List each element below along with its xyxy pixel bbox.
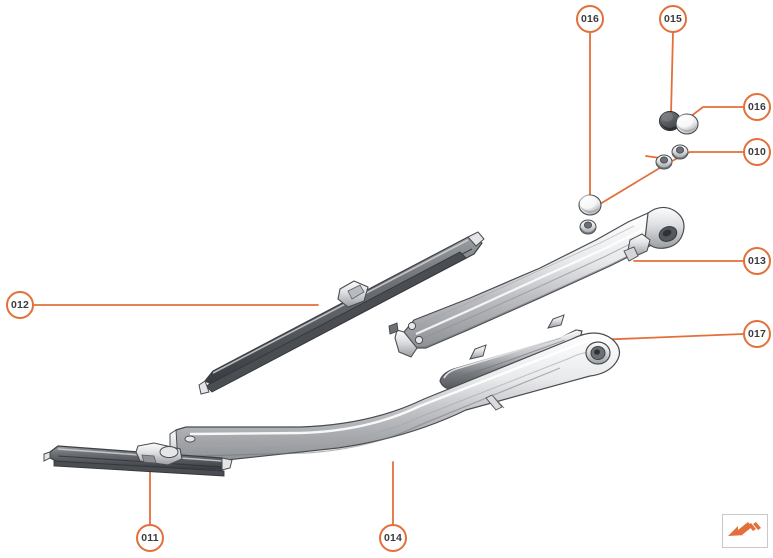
part-013-wiper-arm-upper: [388, 206, 685, 358]
part-010-nut-lower: [655, 154, 673, 170]
callout-013-right[interactable]: 013: [743, 247, 771, 275]
callout-010-right[interactable]: 010: [743, 138, 771, 166]
part-012-wiper-blade-long: [198, 231, 485, 395]
brand-logo: [722, 514, 768, 548]
callout-014-bottom[interactable]: 014: [379, 524, 407, 552]
part-016-cap-white: [578, 194, 602, 216]
part-015-cap-dark: [659, 111, 681, 131]
part-011-wiper-blade-short: [43, 442, 233, 477]
part-010-nut-upper: [671, 144, 689, 160]
orange-arrow-icon: [728, 522, 761, 536]
callout-017-right[interactable]: 017: [743, 320, 771, 348]
callout-012-left[interactable]: 012: [6, 291, 34, 319]
leader-015-top: [670, 32, 674, 115]
part-014-wiper-arm-lower: [169, 332, 621, 464]
part-017-arm-cover: [439, 314, 583, 390]
part-010-nut-left: [579, 219, 597, 235]
part-016-cap-white-right: [675, 113, 699, 135]
leader-010-right-upper: [667, 151, 744, 164]
callout-011-bottom[interactable]: 011: [136, 524, 164, 552]
callout-016-top-left[interactable]: 016: [576, 5, 604, 33]
callout-015-top[interactable]: 015: [659, 5, 687, 33]
callout-016-right[interactable]: 016: [743, 93, 771, 121]
leader-010-right-lower: [589, 162, 669, 211]
